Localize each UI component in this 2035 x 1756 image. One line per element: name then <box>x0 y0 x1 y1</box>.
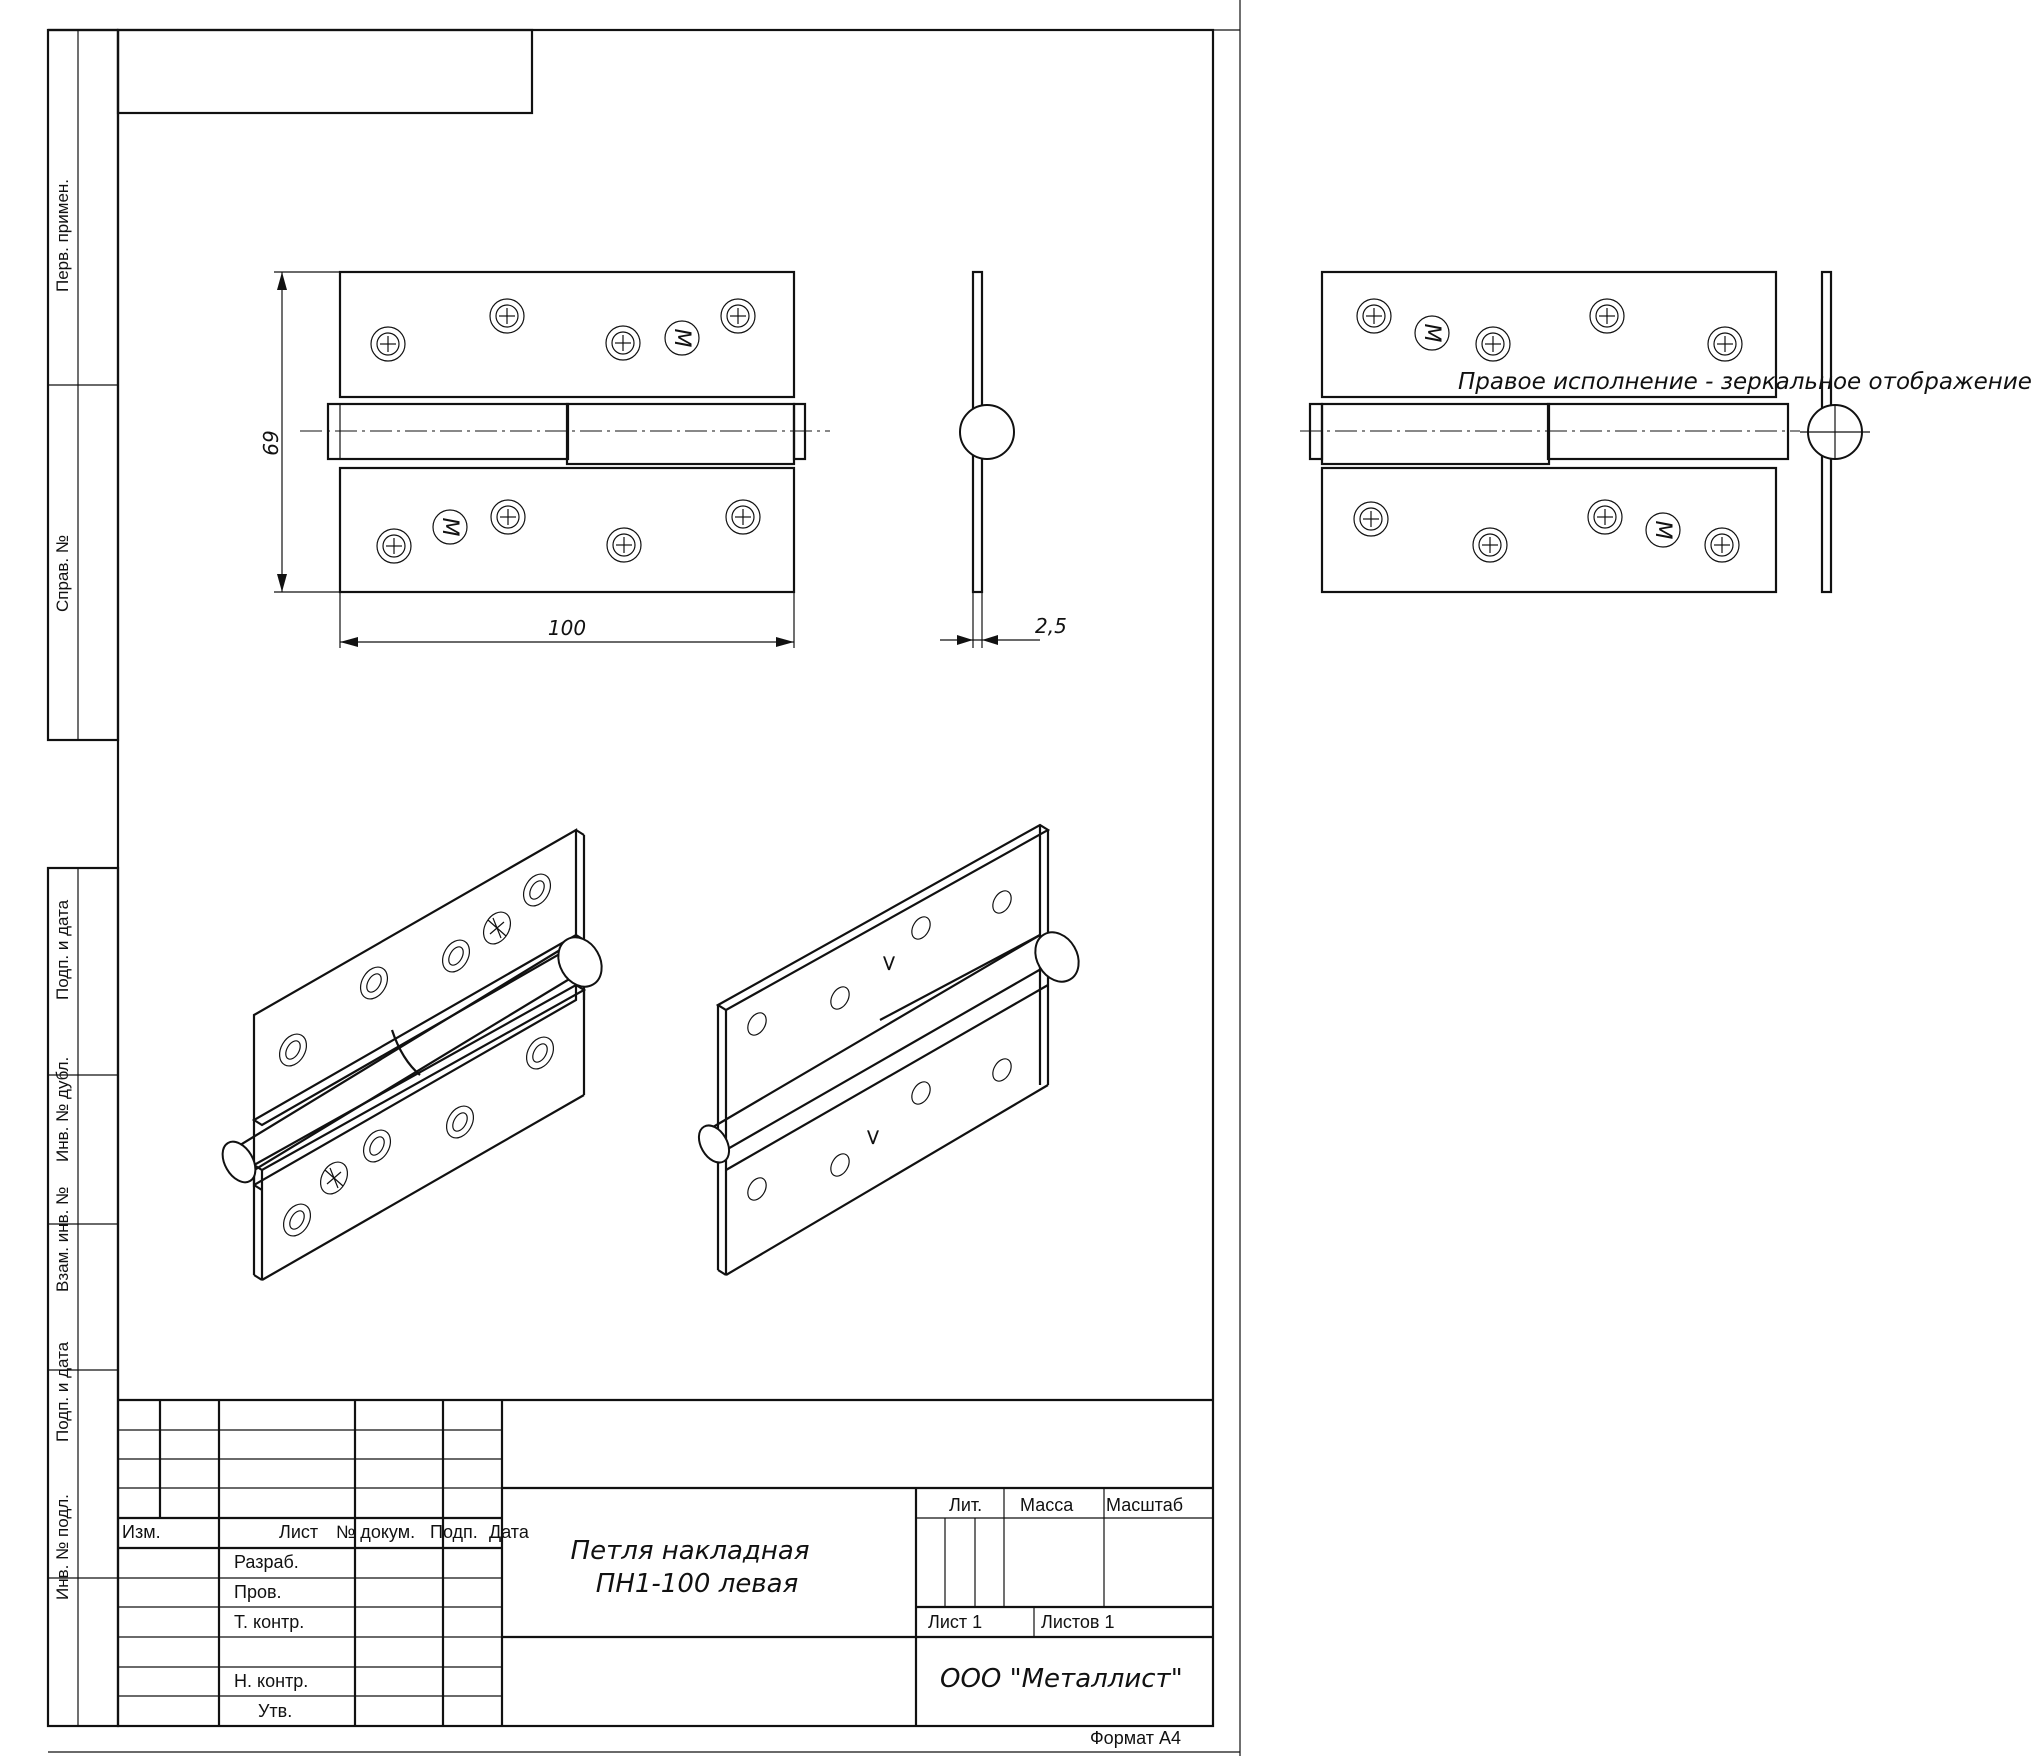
mark-badge-icon: M <box>1414 315 1450 351</box>
row-n-kontr: Н. контр. <box>234 1671 308 1691</box>
screw-hole-icon <box>1353 501 1389 537</box>
iso-hole-icon <box>445 1105 475 1139</box>
side-label-podp-data-1: Подп. и дата <box>53 899 72 1000</box>
iso-hole-icon <box>282 1203 312 1237</box>
iso-hole-icon <box>992 890 1012 914</box>
row-t-kontr: Т. контр. <box>234 1612 304 1632</box>
screw-hole-icon <box>489 298 525 334</box>
iso-hole-icon <box>362 1129 392 1163</box>
screw-hole-icon <box>1356 298 1392 334</box>
side-strip: Перв. примен. Справ. № Подп. и дата Инв.… <box>46 28 120 1728</box>
mark-badge-icon: M <box>432 509 468 545</box>
iso-mark-icon <box>319 1161 349 1195</box>
iso-hole-icon <box>441 939 471 973</box>
isometric-view-front <box>221 828 603 1281</box>
row-prov: Пров. <box>234 1582 282 1602</box>
header-no-dokum: № докум. <box>336 1522 415 1542</box>
screw-hole-icon <box>1475 326 1511 362</box>
screw-hole-icon <box>490 499 526 535</box>
row-utv: Утв. <box>258 1701 292 1721</box>
sheet-frame <box>48 0 1241 1756</box>
iso-hole-icon <box>359 966 389 1000</box>
iso-hole-icon <box>747 1012 767 1036</box>
header-massa: Масса <box>1020 1495 1074 1515</box>
title-block: Изм. Лист № докум. Подп. Дата Разраб. Пр… <box>118 1398 1213 1748</box>
header-data: Дата <box>489 1522 530 1542</box>
side-label-vzam-inv: Взам. инв. № <box>53 1187 72 1292</box>
screw-hole-icon <box>370 326 406 362</box>
svg-text:M: M <box>669 329 694 348</box>
isometric-view-back: > > <box>697 823 1080 1276</box>
sheet-number: Лист 1 <box>928 1612 982 1632</box>
front-view: M M 69 100 <box>259 270 830 648</box>
screw-hole-icon <box>605 325 641 361</box>
screw-hole-icon <box>725 499 761 535</box>
iso-hole-icon <box>278 1033 308 1067</box>
iso-mark-icon <box>482 911 512 945</box>
screw-hole-icon <box>1707 326 1743 362</box>
direction-arrow-lower: > <box>860 1128 885 1146</box>
row-razrab: Разраб. <box>234 1552 299 1572</box>
direction-arrow-upper: > <box>876 954 901 972</box>
screw-hole-icon <box>1472 527 1508 563</box>
document-title-line1: Петля накладная <box>571 1536 810 1566</box>
screw-hole-icon <box>606 527 642 563</box>
iso-hole-icon <box>522 873 552 907</box>
side-label-perv-primen: Перв. примен. <box>53 179 72 292</box>
side-label-inv-dubl: Инв. № дубл. <box>53 1057 72 1162</box>
company-name: ООО "Металлист" <box>940 1664 1183 1694</box>
iso-hole-icon <box>911 1081 931 1105</box>
mark-badge-icon: M <box>664 320 700 356</box>
screw-hole-icon <box>1589 298 1625 334</box>
mark-badge-icon: M <box>1645 512 1681 548</box>
side-label-podp-data-2: Подп. и дата <box>53 1341 72 1442</box>
mirror-view: M M Правое исполнение - зеркальное отобр… <box>1300 270 2032 594</box>
iso-hole-icon <box>525 1036 555 1070</box>
header-podp: Подп. <box>430 1522 478 1542</box>
header-masshtab: Масштаб <box>1106 1495 1183 1515</box>
dimension-width-label: 100 <box>548 616 586 640</box>
screw-hole-icon <box>1587 499 1623 535</box>
dimension-width: 100 <box>339 592 795 648</box>
dimension-thickness-label: 2,5 <box>1035 614 1067 638</box>
side-view: 2,5 <box>940 270 1067 648</box>
paper-format: Формат А4 <box>1090 1728 1181 1748</box>
iso-hole-icon <box>992 1058 1012 1082</box>
dimension-height: 69 <box>259 271 340 593</box>
document-title-line2: ПН1-100 левая <box>596 1569 798 1599</box>
screw-hole-icon <box>376 528 412 564</box>
header-lit: Лит. <box>949 1495 982 1515</box>
svg-text:M: M <box>1419 324 1444 343</box>
svg-text:M: M <box>1650 521 1675 540</box>
side-label-sprav-no: Справ. № <box>53 535 72 612</box>
iso-hole-icon <box>911 916 931 940</box>
svg-text:M: M <box>437 518 462 537</box>
iso-hole-icon <box>830 1153 850 1177</box>
dimension-height-label: 69 <box>259 430 283 455</box>
sheet-count: Листов 1 <box>1041 1612 1115 1632</box>
header-izm: Изм. <box>122 1522 161 1542</box>
screw-hole-icon <box>720 298 756 334</box>
side-label-inv-podl: Инв. № подл. <box>53 1494 72 1600</box>
iso-hole-icon <box>747 1177 767 1201</box>
mirror-note: Правое исполнение - зеркальное отображен… <box>1458 369 2032 395</box>
header-list: Лист <box>279 1522 318 1542</box>
screw-hole-icon <box>1704 527 1740 563</box>
iso-hole-icon <box>830 986 850 1010</box>
